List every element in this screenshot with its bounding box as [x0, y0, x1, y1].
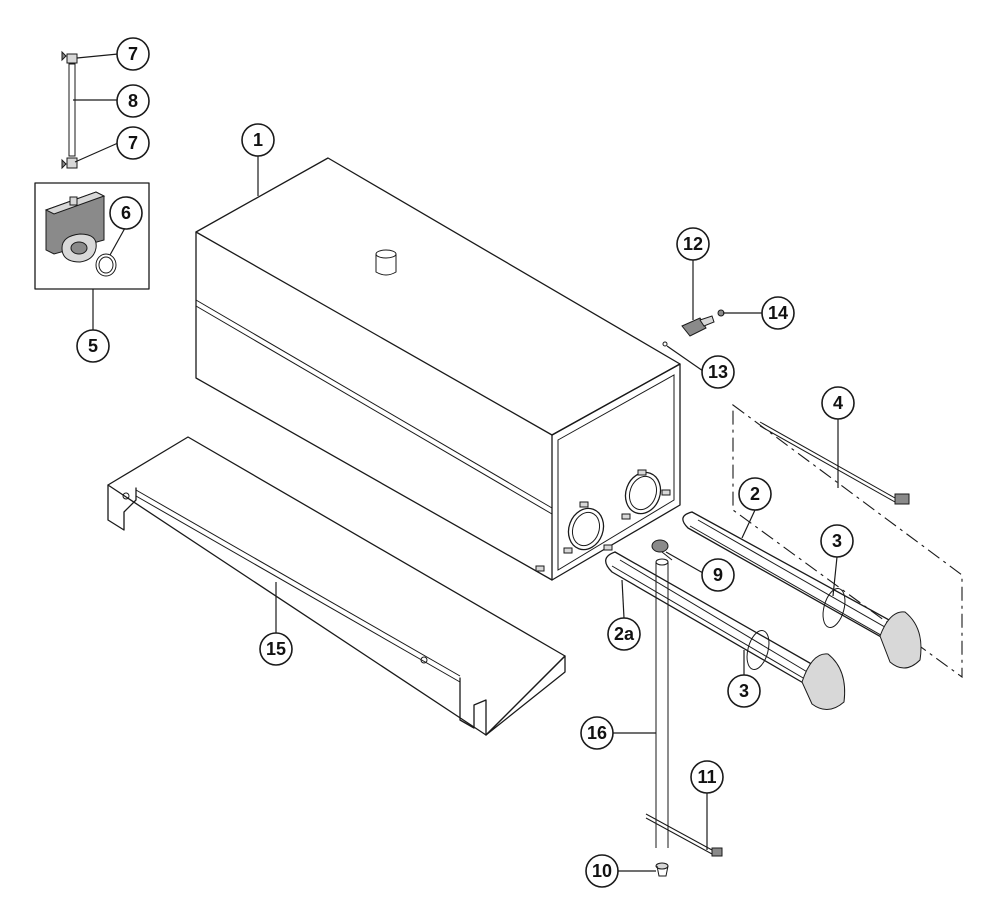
callout-3-upper-label: 3: [832, 531, 842, 551]
anode-cap: [651, 539, 673, 561]
callout-6-label: 6: [121, 203, 131, 223]
tube-and-clamps: [61, 50, 78, 170]
callout-2-label: 2: [750, 484, 760, 504]
callout-2a-label: 2a: [614, 624, 635, 644]
callout-6: 6: [109, 196, 143, 230]
callout-8: 8: [116, 84, 150, 118]
callout-9: 9: [701, 558, 735, 592]
callout-3-upper: 3: [820, 524, 854, 558]
leader-lines: [73, 53, 839, 872]
callout-1: 1: [241, 123, 275, 157]
callout-15-label: 15: [266, 639, 286, 659]
callout-8-label: 8: [128, 91, 138, 111]
callout-14: 14: [761, 296, 795, 330]
callout-4: 4: [821, 386, 855, 420]
callout-12-label: 12: [683, 234, 703, 254]
callout-5: 5: [76, 329, 110, 363]
callout-2a: 2a: [607, 617, 641, 651]
tank-body: [195, 157, 681, 581]
callout-11-label: 11: [697, 767, 716, 787]
heating-element-2: [682, 511, 922, 669]
drain-valve-parts: [662, 309, 725, 347]
callout-9-label: 9: [713, 565, 723, 585]
heating-element-2a: [605, 551, 846, 710]
callout-7-top-label: 7: [128, 44, 138, 64]
callout-13-label: 13: [708, 362, 728, 382]
callout-14-label: 14: [768, 303, 788, 323]
callout-7-top: 7: [116, 37, 150, 71]
thermostat-housing-assembly: [34, 182, 150, 290]
callout-15: 15: [259, 632, 293, 666]
callout-4-label: 4: [833, 393, 843, 413]
dip-tube: [655, 558, 669, 877]
callout-12: 12: [676, 227, 710, 261]
callout-1-label: 1: [253, 130, 263, 150]
callout-5-label: 5: [88, 336, 98, 356]
callout-16-label: 16: [587, 723, 607, 743]
callout-16: 16: [580, 716, 614, 750]
callout-7-bottom: 7: [116, 126, 150, 160]
mounting-shelf: [107, 436, 566, 736]
sensor-wire: [732, 403, 963, 679]
callout-11: 11: [690, 760, 724, 794]
callout-13: 13: [701, 355, 735, 389]
callout-10-label: 10: [592, 861, 612, 881]
callout-7-bottom-label: 7: [128, 133, 138, 153]
callout-2: 2: [738, 477, 772, 511]
callout-3-lower: 3: [727, 674, 761, 708]
callout-3-lower-label: 3: [739, 681, 749, 701]
callout-10: 10: [585, 854, 619, 888]
gasket-ring: [95, 253, 117, 277]
thermistor-probe: [645, 813, 723, 857]
